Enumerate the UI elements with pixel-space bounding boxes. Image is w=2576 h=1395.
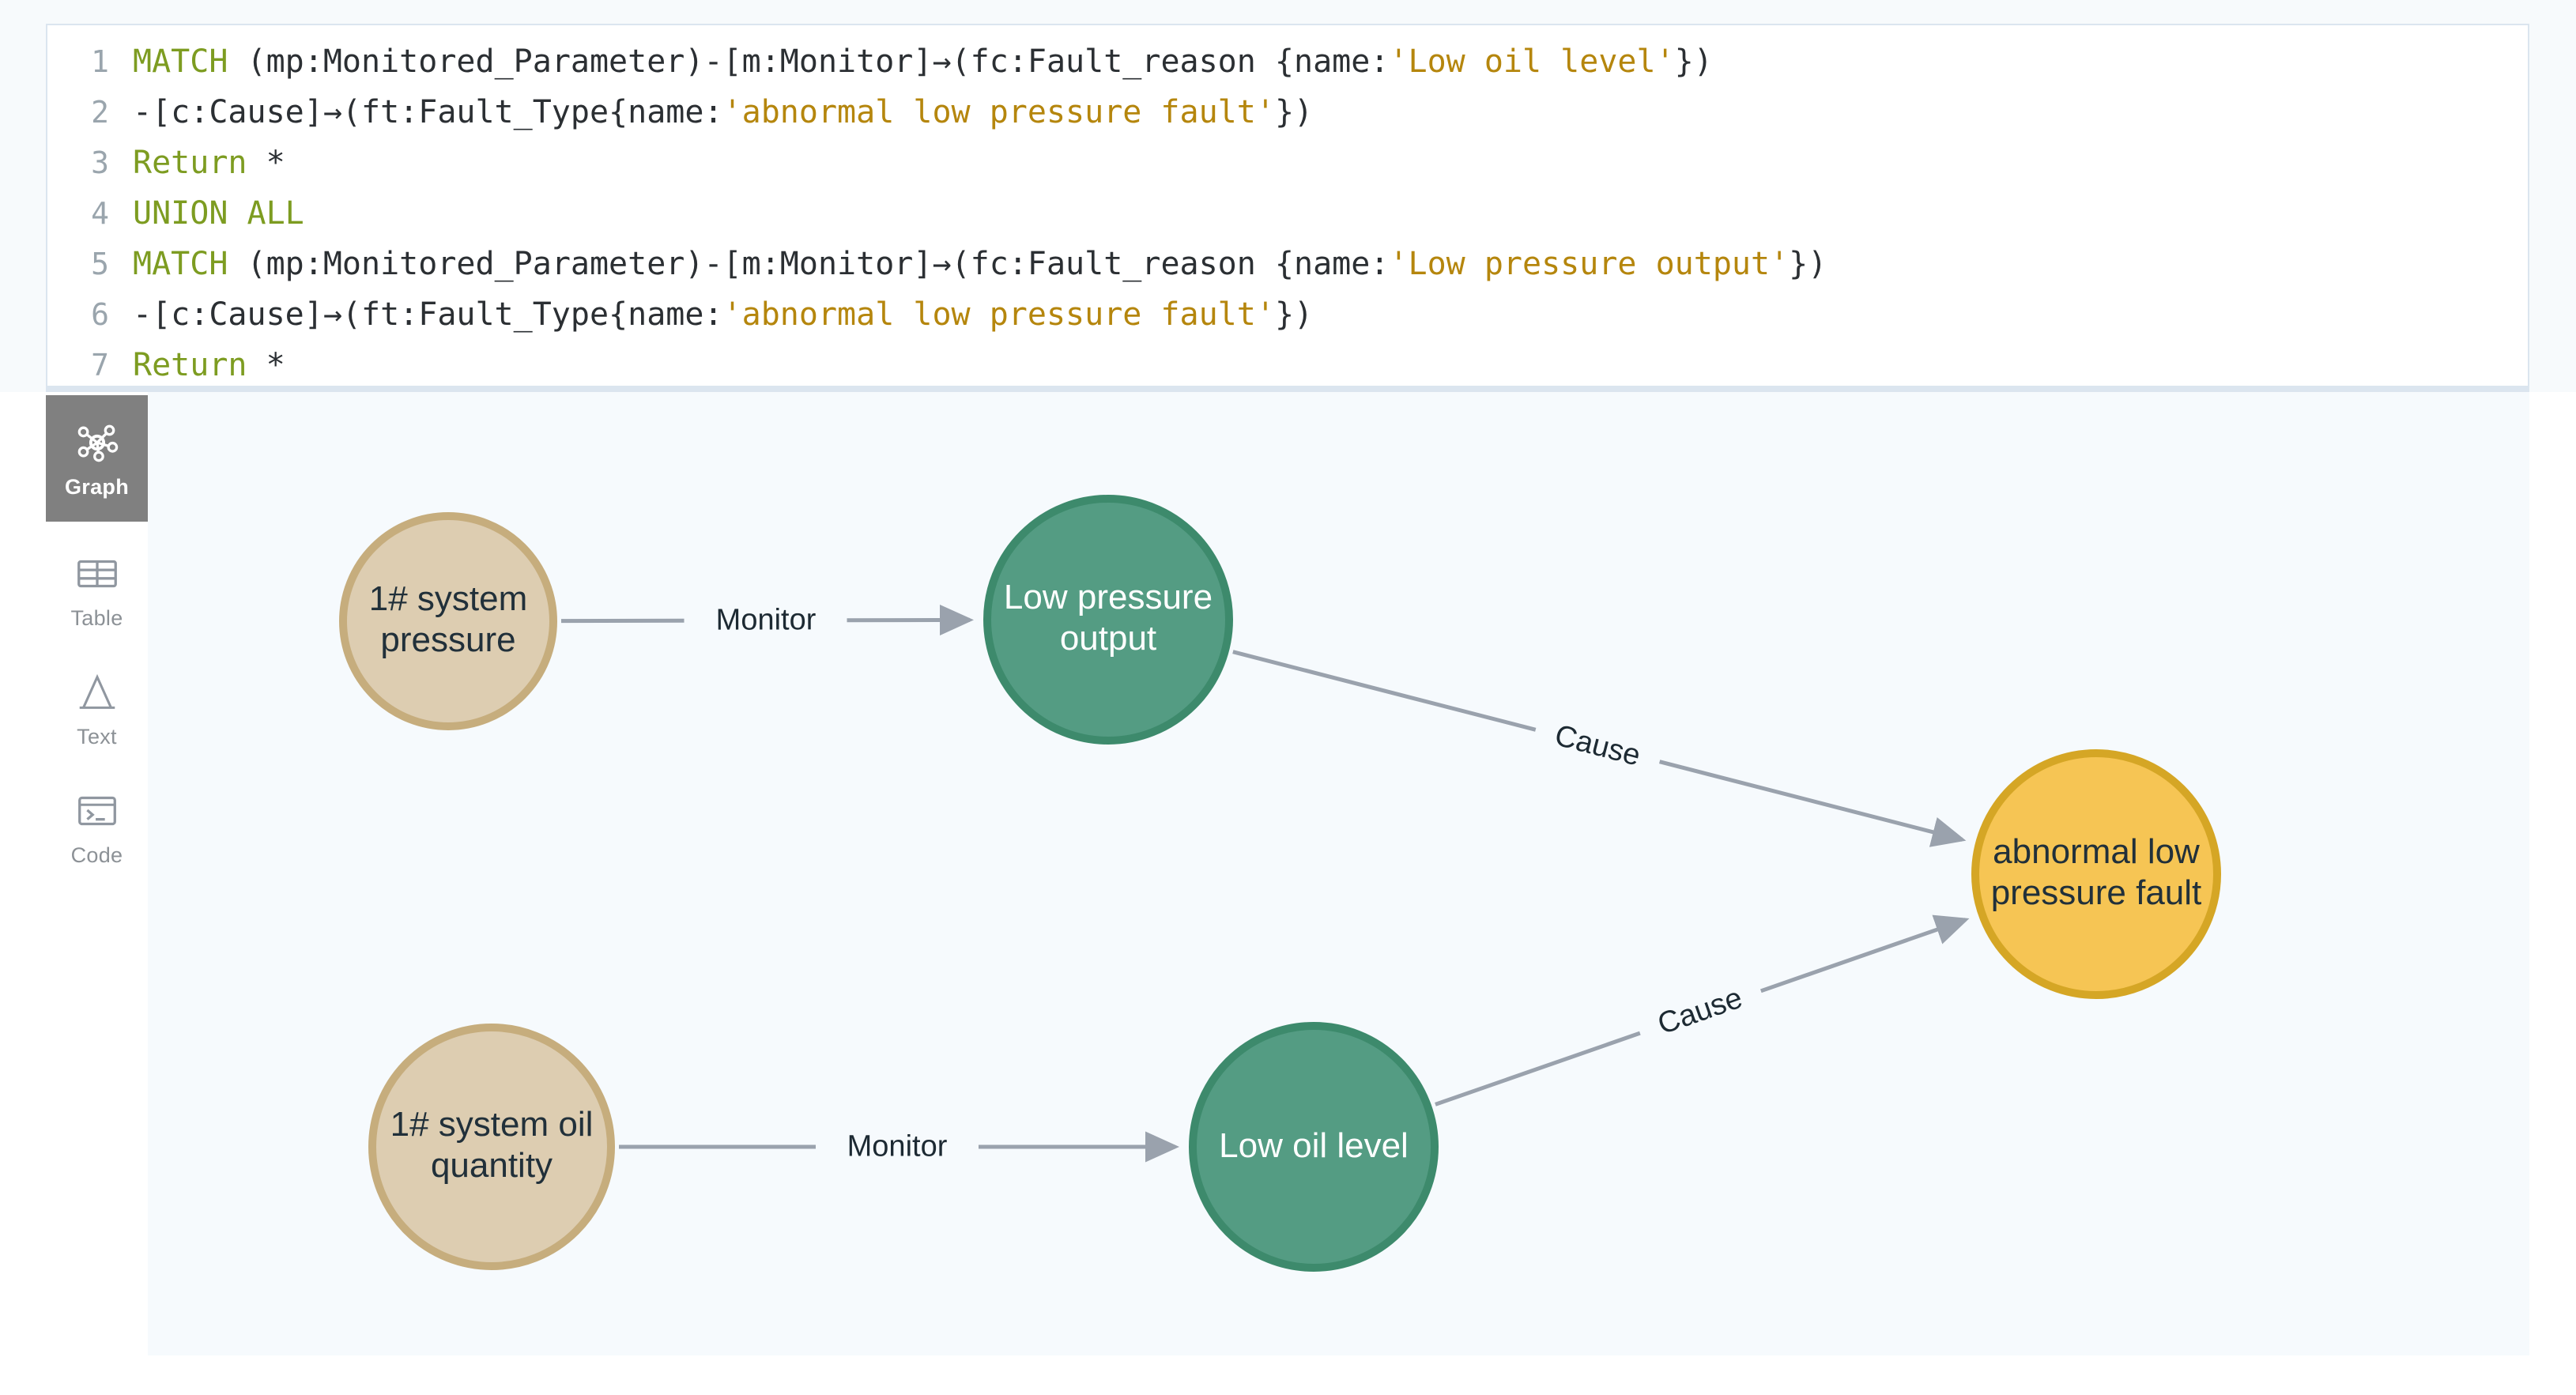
relationship-edge-layer [560,605,1970,1163]
code-line-number: 3 [91,145,109,180]
code-line-number: 4 [91,196,109,231]
relationship-line-segment[interactable] [1232,650,1537,732]
code-token-kw: Return [133,145,266,181]
code-line-text: MATCH (mp:Monitored_Parameter)-[m:Monito… [133,36,1713,87]
sidebar-item-text[interactable]: Text [46,645,148,771]
code-token-pln: -[c:Cause]→(ft:Fault_Type{name: [133,296,723,333]
code-token-kw: Return [133,347,266,383]
code-line-number: 7 [91,348,109,383]
graph-node-green[interactable] [1189,1022,1439,1272]
text-a-icon [79,673,115,709]
code-token-pln: }) [1274,94,1314,130]
graph-icon [77,424,118,462]
code-line-number: 2 [91,95,109,130]
graph-node-tan[interactable] [339,512,557,730]
code-line[interactable]: 7 Return * [47,340,2528,386]
code-line-number: 5 [91,247,109,281]
relationship-line-segment[interactable] [1435,1031,1641,1107]
code-line-text: Return * [133,340,285,386]
code-token-pln: (mp:Monitored_Parameter)-[m:Monitor]→(fc… [247,43,1390,80]
sidebar-item-table[interactable]: Table [46,526,148,653]
code-line-text: -[c:Cause]→(ft:Fault_Type{name:'abnormal… [133,87,1313,138]
code-token-kw: MATCH [133,246,247,282]
code-token-pln: -[c:Cause]→(ft:Fault_Type{name: [133,94,723,130]
code-token-pln: (mp:Monitored_Parameter)-[m:Monitor]→(fc… [247,246,1390,282]
code-line[interactable]: 6 -[c:Cause]→(ft:Fault_Type{name:'abnorma… [47,289,2528,340]
graph-node-tan[interactable] [368,1024,615,1270]
code-token-kw: MATCH [133,43,247,80]
code-token-pln: }) [1674,43,1713,80]
code-line[interactable]: 1 MATCH (mp:Monitored_Parameter)-[m:Monit… [47,36,2528,87]
code-token-str: 'Low oil level' [1389,43,1675,80]
code-line-text: Return * [133,138,285,188]
code-token-str: 'abnormal low pressure fault' [722,94,1275,130]
code-token-str: 'abnormal low pressure fault' [722,296,1275,333]
code-line[interactable]: 5 MATCH (mp:Monitored_Parameter)-[m:Monit… [47,239,2528,289]
graph-node-amber[interactable] [1971,749,2221,999]
code-token-pln: }) [1274,296,1314,333]
relationship-line-segment-arrow[interactable] [1760,914,1970,993]
code-terminal-icon [77,796,116,825]
graph-node-green[interactable] [983,495,1233,745]
code-line[interactable]: 2 -[c:Cause]→(ft:Fault_Type{name:'abnorma… [47,87,2528,138]
code-token-pln: * [266,347,285,383]
code-token-kw: UNION ALL [133,195,304,232]
editor-top-strip [46,0,2529,24]
sidebar-item-label: Graph [64,474,129,499]
code-line-text: UNION ALL [133,188,304,239]
code-token-str: 'Low pressure output' [1389,246,1790,282]
code-line-text: -[c:Cause]→(ft:Fault_Type{name:'abnormal… [133,289,1313,340]
editor-bottom-divider [46,387,2529,392]
code-line-number: 6 [91,297,109,332]
sidebar-item-label: Text [77,724,117,748]
node-circle-layer[interactable] [339,495,2221,1272]
code-token-pln: }) [1789,246,1827,282]
code-line-number: 1 [91,44,109,79]
code-line[interactable]: 3 Return * [47,138,2528,188]
graph-svg-layer [339,495,2221,1272]
code-line-text: MATCH (mp:Monitored_Parameter)-[m:Monito… [133,239,1827,289]
relationship-line-segment-arrow[interactable] [1659,760,1967,847]
sidebar-item-graph[interactable]: Graph [46,395,148,522]
sidebar-item-label: Table [70,605,123,630]
sidebar-item-code[interactable]: Code [46,763,148,890]
code-line[interactable]: 4 UNION ALL [47,188,2528,239]
sidebar-item-label: Code [70,843,123,867]
table-icon [77,560,117,587]
code-token-pln: * [266,145,285,181]
